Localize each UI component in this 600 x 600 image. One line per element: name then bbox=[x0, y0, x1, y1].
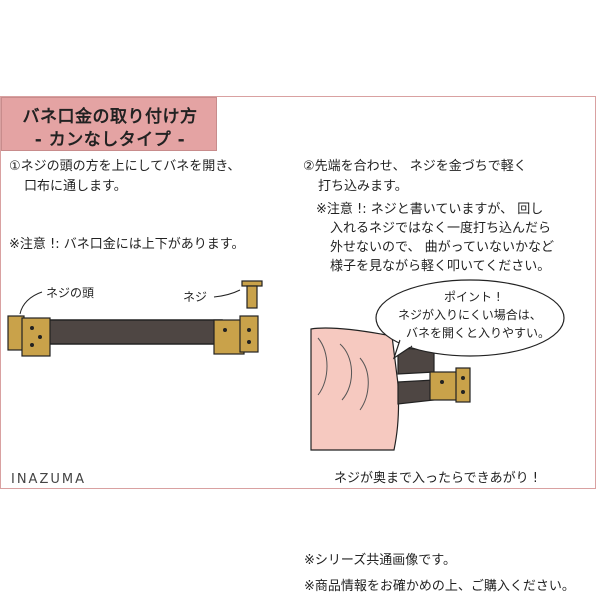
point-bubble-line2: ネジが入りにくい場合は、 bbox=[398, 308, 542, 322]
page-subtitle: - カンなしタイプ - bbox=[34, 130, 186, 150]
caution2-text-line1: ※注意 !: ネジと書いていますが、 回し bbox=[316, 202, 544, 217]
step2-text-line2: 打ち込みます。 bbox=[318, 179, 408, 194]
clasp-illustration-step1 bbox=[7, 280, 263, 357]
footer-note-series: ※シリーズ共通画像です。 bbox=[304, 553, 456, 568]
screw-head-label: ネジの頭 bbox=[46, 286, 95, 300]
title-banner: バネ口金の取り付け方 - カンなしタイプ - bbox=[1, 97, 217, 151]
screw-leader bbox=[213, 289, 241, 298]
fabric-pouch bbox=[310, 327, 400, 451]
footer-note-confirm: ※商品情報をお確かめの上、ご購入ください。 bbox=[304, 579, 575, 594]
point-bubble-title: ポイント ! bbox=[444, 290, 501, 304]
clasp-illustration-step2 bbox=[310, 279, 565, 451]
clasp-bar bbox=[39, 319, 223, 345]
step1-text-line2: 口布に通します。 bbox=[24, 179, 127, 194]
clasp-end-right-tab bbox=[239, 315, 259, 353]
screw-head-leader bbox=[19, 291, 43, 315]
step2-text-line1: ②先端を合わせ、 ネジを金づちで軽く bbox=[303, 159, 527, 174]
screw-shaft bbox=[246, 285, 258, 309]
caution1-text: ※注意 !: バネ口金には上下があります。 bbox=[9, 237, 245, 252]
step1-text-line1: ①ネジの頭の方を上にしてバネを開き、 bbox=[9, 159, 241, 174]
caution2-text-line2: 入れるネジではなく一度打ち込んだら bbox=[330, 221, 552, 236]
clasp-end-right bbox=[213, 319, 245, 355]
clasp-end-left bbox=[21, 317, 51, 357]
page-title: バネ口金の取り付け方 bbox=[22, 107, 198, 127]
caution2-text-line4: 様子を見ながら軽く叩いてください。 bbox=[330, 259, 551, 274]
caution2-text-line3: 外せないので、 曲がっていないかなど bbox=[330, 240, 554, 255]
screw-label: ネジ bbox=[183, 290, 208, 304]
brand-logo-text: INAZUMA bbox=[11, 472, 86, 487]
screw-head bbox=[241, 280, 263, 287]
point-bubble bbox=[375, 279, 565, 357]
completion-text: ネジが奥まで入ったらできあがり ! bbox=[334, 471, 538, 486]
point-bubble-line3: バネを開くと入りやすい。 bbox=[406, 326, 551, 340]
